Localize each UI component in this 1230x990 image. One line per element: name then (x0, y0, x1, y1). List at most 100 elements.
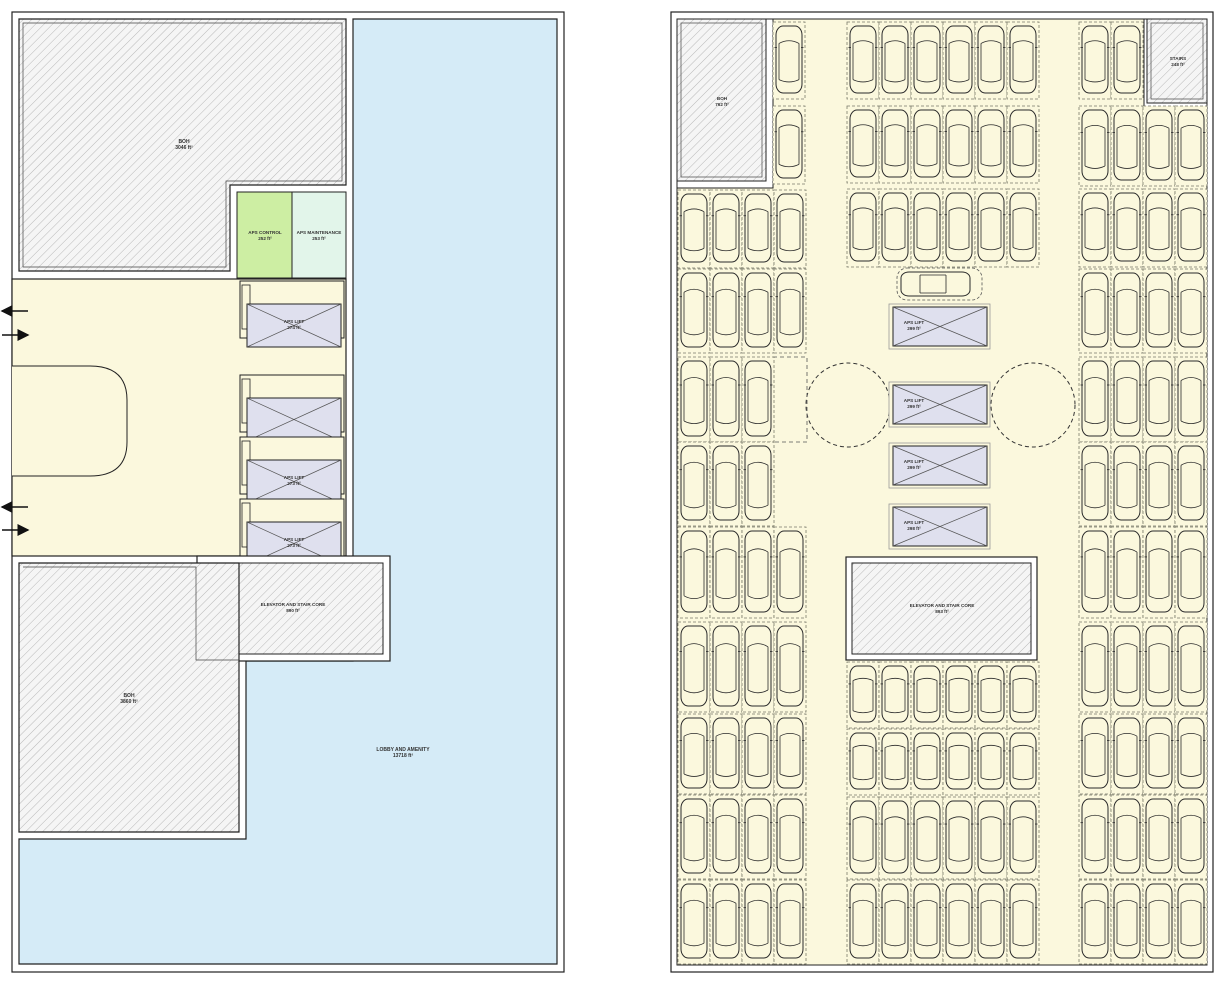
parking-stall (846, 188, 880, 268)
aps-maintenance-name: APS MAINTENANCE (297, 230, 342, 235)
parking-stall (1142, 621, 1176, 713)
car-icon (1008, 800, 1038, 874)
car-icon (1080, 192, 1110, 262)
car-icon (775, 530, 805, 613)
parking-lift-name: APS LIFT (904, 520, 925, 525)
parking-stall (1078, 713, 1112, 795)
boh-top-area: 3046 ft² (175, 145, 193, 151)
boh-bottom-area: 3860 ft² (120, 699, 138, 705)
car-icon (1080, 883, 1110, 959)
lift-cross-icon (892, 506, 988, 547)
parking-stall (910, 879, 944, 965)
parking-core-area: 893 ft² (935, 609, 949, 614)
parking-stall (709, 441, 743, 527)
car-icon (775, 798, 805, 874)
parking-stall (1006, 879, 1040, 965)
car-icon (1080, 625, 1110, 707)
parking-stall (709, 621, 743, 713)
car-icon (848, 665, 878, 723)
car-icon (743, 798, 773, 874)
parking-stall (741, 879, 775, 965)
car-icon (679, 530, 709, 613)
parking-lift-name: APS LIFT (904, 459, 925, 464)
parking-stall (1110, 441, 1144, 527)
parking-stall (974, 661, 1008, 729)
parking-stall (677, 189, 711, 269)
parking-stall (1078, 105, 1112, 187)
car-icon (1080, 25, 1110, 94)
lift-cross-icon (246, 397, 342, 442)
car-icon (880, 732, 910, 790)
parking-lift-name: APS LIFT (904, 320, 925, 325)
car-icon (711, 717, 741, 789)
car-icon (880, 800, 910, 874)
ground-core-name: ELEVATOR AND STAIR CORE (261, 602, 326, 607)
parking-stall (942, 21, 976, 100)
car-icon (896, 267, 983, 301)
car-icon (775, 625, 805, 707)
parking-lift-area: 298 ft² (907, 526, 921, 531)
lift-cross-icon (892, 384, 988, 425)
aps-control-area: 252 ft² (258, 236, 272, 241)
parking-stall (1110, 713, 1144, 795)
car-icon (1080, 360, 1110, 437)
car-icon (1144, 530, 1174, 613)
parking-stall (1142, 105, 1176, 187)
car-icon (1144, 625, 1174, 707)
car-icon (912, 25, 942, 94)
parking-stall (677, 526, 711, 619)
car-icon (1144, 109, 1174, 181)
parking-stall (1078, 188, 1112, 268)
car-icon (775, 883, 805, 959)
stairs-room (1146, 18, 1208, 104)
car-icon (912, 732, 942, 790)
parking-stall (910, 105, 944, 184)
car-icon (1008, 192, 1038, 262)
car-icon (711, 272, 741, 348)
car-icon (944, 25, 974, 94)
car-icon (880, 665, 910, 723)
car-icon (1176, 272, 1206, 348)
car-icon (1080, 272, 1110, 348)
car-icon (848, 800, 878, 874)
car-icon (1144, 445, 1174, 521)
parking-stall (878, 21, 912, 100)
car-icon (944, 800, 974, 874)
car-icon (679, 798, 709, 874)
ground-lift-name: APS LIFT (284, 319, 305, 324)
parking-elevator-core (851, 562, 1032, 655)
parking-stall (1110, 879, 1144, 965)
boh-top-name: BOH (178, 139, 190, 145)
car-icon (743, 360, 773, 437)
parking-stall (846, 879, 880, 965)
car-icon (743, 625, 773, 707)
parking-boh-inner (680, 22, 763, 178)
parking-stall (677, 794, 711, 880)
parking-stall (1174, 621, 1208, 713)
car-icon (912, 800, 942, 874)
parking-stall (1006, 105, 1040, 184)
parking-stall (974, 21, 1008, 100)
parking-boh-area: 762 ft² (715, 102, 729, 107)
car-icon (679, 717, 709, 789)
car-icon (1112, 530, 1142, 613)
car-icon (679, 360, 709, 437)
parking-stall (846, 796, 880, 880)
car-icon (711, 445, 741, 521)
parking-stall (677, 621, 711, 713)
car-icon (944, 665, 974, 723)
parking-stall (910, 796, 944, 880)
car-icon (1144, 717, 1174, 789)
car-icon (944, 109, 974, 178)
parking-stall (1078, 621, 1112, 713)
parking-stall (741, 794, 775, 880)
car-icon (679, 272, 709, 348)
parking-drive-aisle (676, 18, 1208, 966)
parking-stall (974, 796, 1008, 880)
